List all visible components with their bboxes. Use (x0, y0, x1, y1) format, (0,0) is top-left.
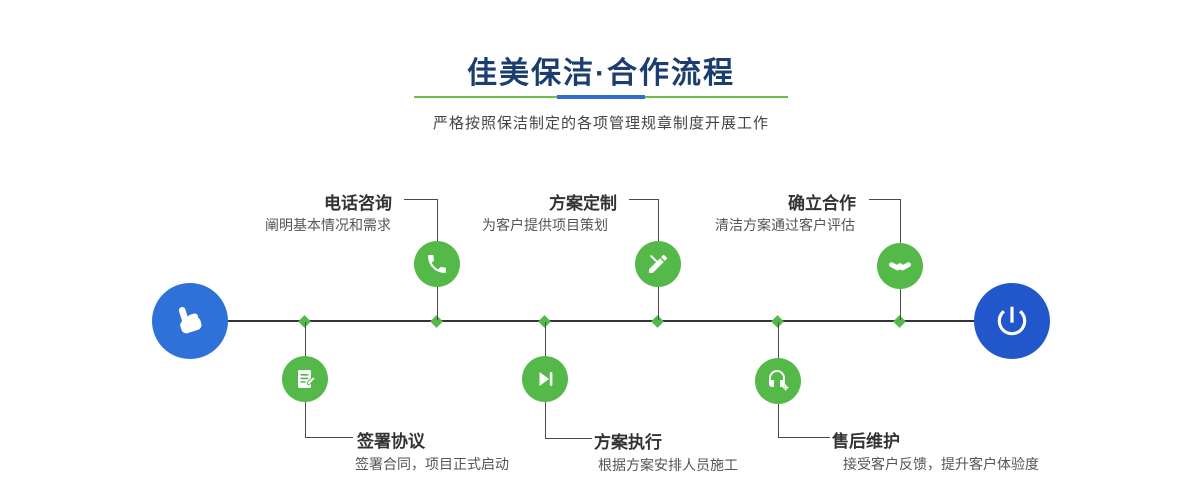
step-node-execute (522, 356, 568, 402)
step-desc: 签署合同，项目正式启动 (355, 456, 509, 472)
connector-line (658, 199, 659, 241)
step-desc: 清洁方案通过客户评估 (715, 217, 855, 233)
step-node-sign (282, 356, 328, 402)
connector-line (545, 438, 592, 439)
power-icon (993, 302, 1031, 340)
step-title: 方案定制 (549, 194, 617, 213)
phone-icon (425, 252, 449, 276)
connector-line (900, 289, 901, 320)
page-subtitle: 严格按照保洁制定的各项管理规章制度开展工作 (432, 115, 769, 132)
step-title: 确立合作 (788, 194, 856, 213)
connector-line (437, 199, 438, 241)
handshake-icon (887, 253, 913, 279)
page-title: 佳美保洁·合作流程 (467, 57, 735, 90)
step-desc: 接受客户反馈，提升客户体验度 (843, 456, 1039, 472)
connector-line (545, 402, 546, 438)
step-desc: 根据方案安排人员施工 (598, 457, 738, 473)
step-title: 售后维护 (832, 432, 900, 451)
connector-line (778, 404, 779, 437)
step-title: 电话咨询 (324, 194, 392, 213)
title-divider (414, 95, 788, 99)
connector-line (869, 199, 901, 200)
timeline-line (190, 320, 1012, 322)
connector-line (658, 287, 659, 320)
step-title: 方案执行 (594, 433, 662, 452)
connector-line (437, 287, 438, 320)
title-divider-accent (557, 95, 645, 99)
connector-line (305, 437, 353, 438)
connector-line (900, 199, 901, 243)
step-node-cooperation (877, 243, 923, 289)
connector-line (778, 322, 779, 358)
connector-line (545, 322, 546, 356)
connector-line (629, 199, 659, 200)
timeline-end-node (974, 283, 1050, 359)
step-node-plan (635, 241, 681, 287)
step-title: 签署协议 (357, 432, 425, 451)
step-desc: 阐明基本情况和需求 (265, 217, 391, 233)
document-icon (293, 367, 317, 391)
timeline-start-node (152, 283, 228, 359)
connector-line (305, 322, 306, 356)
pointing-hand-icon (170, 301, 210, 341)
connector-line (404, 199, 438, 200)
pencil-icon (646, 252, 670, 276)
play-icon (533, 367, 557, 391)
step-node-aftersales (755, 358, 801, 404)
headset-icon (766, 369, 790, 393)
step-desc: 为客户提供项目策划 (482, 217, 608, 233)
step-node-phone (414, 241, 460, 287)
connector-line (305, 402, 306, 437)
connector-line (778, 437, 830, 438)
